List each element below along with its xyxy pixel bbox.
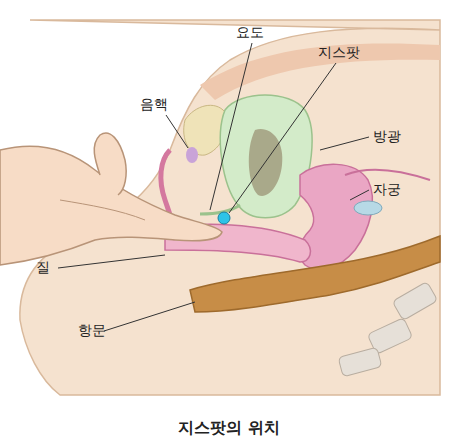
part-label: 항문 [78,322,106,339]
figure-caption: 지스팟의 위치 [178,418,280,438]
hand-crease [60,200,145,220]
part-label: 자궁 [373,181,401,198]
part-label: 방광 [373,128,401,145]
anatomy-illustration [0,0,458,410]
ovary [354,201,382,215]
part-label: 요도 [236,24,264,41]
part-label: 질 [36,259,50,276]
fallopian-tube [345,170,430,180]
g-spot-dot [218,212,230,224]
clitoris [186,147,198,163]
part-label: 음핵 [140,96,168,113]
abdominal-wall [200,43,440,100]
leader-lines [58,43,369,331]
hand-finger [94,133,126,195]
part-label: 지스팟 [318,44,360,61]
spine [338,281,438,376]
